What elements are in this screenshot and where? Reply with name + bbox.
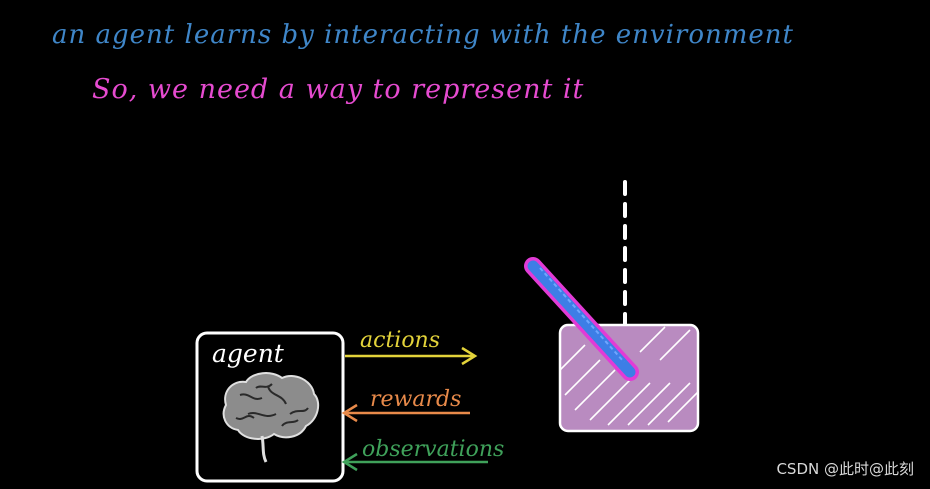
brain-icon bbox=[224, 373, 319, 462]
rewards-arrow: rewards bbox=[344, 387, 470, 421]
agent-label: agent bbox=[212, 339, 285, 368]
observations-arrow: observations bbox=[344, 437, 504, 470]
rewards-label: rewards bbox=[370, 387, 461, 412]
actions-label: actions bbox=[360, 328, 440, 353]
observations-label: observations bbox=[362, 437, 504, 462]
actions-arrow: actions bbox=[345, 328, 475, 364]
agent-box: agent bbox=[197, 333, 343, 481]
watermark: CSDN @此时@此刻 bbox=[776, 458, 914, 479]
